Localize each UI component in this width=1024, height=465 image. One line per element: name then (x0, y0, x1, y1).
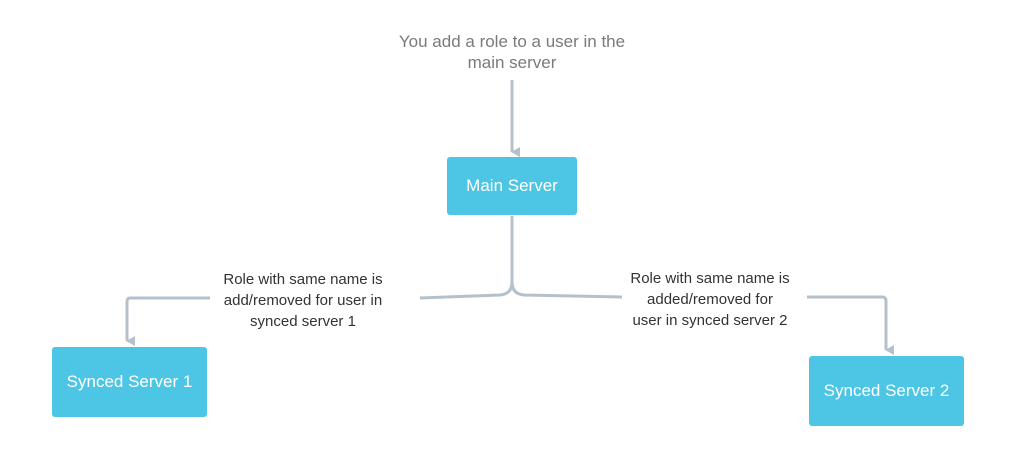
connector-main-to-right-branch (510, 281, 623, 299)
top-label-line-2: main server (467, 53, 557, 72)
top-label: You add a role to a user in the main ser… (362, 31, 662, 73)
right-branch-label: Role with same name is added/removed for… (615, 268, 805, 331)
arrow-to-synced-server-2 (807, 295, 894, 355)
connector-main-server-stem (419, 216, 514, 300)
arrow-to-synced-server-1 (125, 296, 210, 346)
left-label-line-1: Role with same name is (223, 271, 383, 288)
synced-server-2-node: Synced Server 2 (809, 356, 964, 426)
right-label-line-2: added/removed for (647, 291, 773, 308)
left-label-line-2: add/removed for user in (223, 292, 383, 309)
synced-server-1-label: Synced Server 1 (66, 372, 193, 391)
synced-server-2-label: Synced Server 2 (823, 381, 950, 400)
right-label-line-1: Role with same name is (630, 270, 790, 287)
right-label-line-3: user in synced server 2 (632, 312, 788, 329)
main-server-label: Main Server (466, 176, 558, 195)
left-branch-label: Role with same name is add/removed for u… (198, 269, 408, 332)
left-label-line-3: synced server 1 (250, 313, 356, 330)
main-server-node: Main Server (447, 157, 577, 215)
top-label-line-1: You add a role to a user in the (398, 32, 626, 51)
synced-server-1-node: Synced Server 1 (52, 347, 207, 417)
